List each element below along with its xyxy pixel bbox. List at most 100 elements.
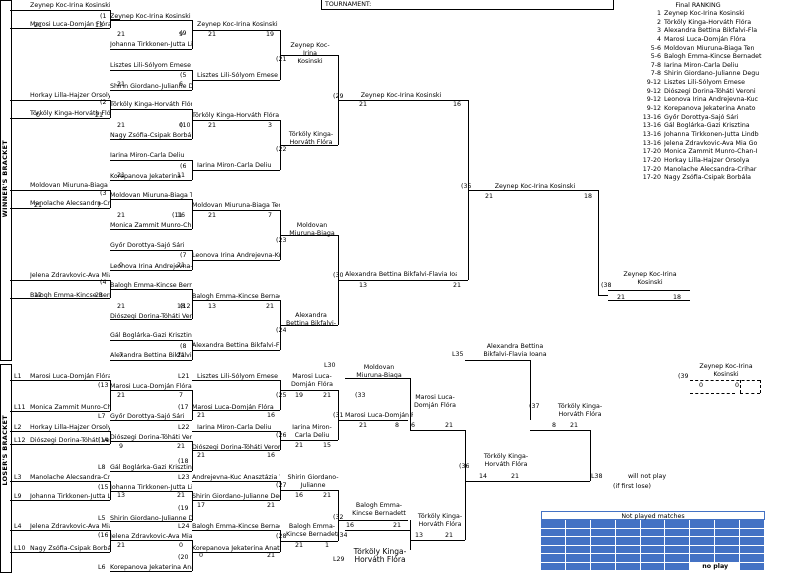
label-seed-12: (12 <box>180 303 191 310</box>
not-played-cell[interactable] <box>740 545 765 554</box>
label-note-np: will not play <box>628 473 667 480</box>
not-played-cell[interactable] <box>640 562 666 571</box>
bracket-line <box>10 118 110 119</box>
not-played-cell[interactable] <box>615 545 641 554</box>
not-played-cell[interactable] <box>565 545 591 554</box>
not-played-cell[interactable] <box>740 520 765 529</box>
not-played-cell[interactable] <box>690 554 716 563</box>
score-b: 21 <box>322 392 331 399</box>
score-b: 6 <box>178 81 183 88</box>
bracket-line <box>280 145 338 146</box>
score-b: 15 <box>322 442 331 449</box>
tournament-title-box[interactable]: TOURNAMENT: <box>321 0 614 10</box>
label-seed-6: (6 <box>180 163 187 170</box>
bracket-line <box>10 380 110 381</box>
team-name-w4b: Balogh Emma-Kincse Bernadett <box>30 292 110 299</box>
ranking-team: Moldovan Miuruna-Biaga Ten <box>664 45 762 54</box>
not-played-cell[interactable] <box>640 554 666 563</box>
bracket-line <box>280 541 338 542</box>
not-played-cell[interactable] <box>715 554 741 563</box>
score-a: 13 <box>207 303 216 310</box>
bracket-line <box>192 109 193 139</box>
not-played-cell[interactable] <box>541 545 566 554</box>
not-played-cell[interactable] <box>640 537 666 546</box>
not-played-cell[interactable] <box>565 520 591 529</box>
ranking-place: 7-8 <box>650 70 661 78</box>
label-seed-7: (7 <box>180 252 187 259</box>
bracket-line <box>110 431 111 444</box>
not-played-cell[interactable] <box>590 520 616 529</box>
team-name-l25: Marosi Luca- Domján Flóra <box>290 373 334 388</box>
label-ll-9: L9 <box>14 493 22 500</box>
bracket-line <box>192 431 280 432</box>
score-a: 7 <box>118 352 123 359</box>
not-played-cell[interactable] <box>590 528 616 537</box>
not-played-cell[interactable] <box>541 528 566 537</box>
not-played-cell[interactable] <box>541 562 566 571</box>
team-name-r7b: Leonova Irina Andrejevna-Kuc <box>110 263 192 270</box>
team-name-r3a: Moldovan Miuruna-Biaga Teodora <box>110 192 192 199</box>
score-b: 11 <box>176 172 185 179</box>
not-played-cell[interactable] <box>690 537 716 546</box>
not-played-cell[interactable] <box>615 562 641 571</box>
score-a: 21 <box>116 392 125 399</box>
not-played-cell[interactable] <box>665 554 691 563</box>
not-played-cell[interactable] <box>715 528 741 537</box>
not-played-cell[interactable] <box>690 520 716 529</box>
team-name-l22: Iarina Miron-Carla Deliu <box>197 424 272 431</box>
not-played-cell[interactable] <box>640 528 666 537</box>
not-played-cell[interactable] <box>615 537 641 546</box>
bracket-line <box>110 229 192 230</box>
label-ll-12: L12 <box>14 437 26 444</box>
team-name-l34: Törköly Kinga- Horváth Flóra <box>417 513 463 528</box>
team-name-q11: Moldovan Miuruna-Biaga Teodora <box>192 202 280 209</box>
not-played-cell[interactable] <box>740 554 765 563</box>
not-played-cell[interactable] <box>715 545 741 554</box>
not-played-cell[interactable] <box>665 545 691 554</box>
not-played-cell[interactable] <box>565 554 591 563</box>
score-b: 21 <box>444 532 453 539</box>
not-played-cell[interactable] <box>565 528 591 537</box>
team-name-l21: Lisztes Lili-Sólyom Emese <box>197 373 278 380</box>
bracket-line <box>192 170 280 171</box>
not-played-cell[interactable] <box>665 537 691 546</box>
bracket-line <box>280 440 338 441</box>
not-played-cell[interactable] <box>740 562 765 571</box>
bracket-line <box>338 420 408 421</box>
team-name-l3: Manolache Alecsandra-Crihan <box>30 474 110 481</box>
team-name-q6: Iarina Miron-Carla Deliu <box>197 162 272 169</box>
not-played-cell[interactable] <box>615 528 641 537</box>
not-played-cell[interactable] <box>715 537 741 546</box>
not-played-cell[interactable] <box>565 537 591 546</box>
not-played-cell[interactable] <box>590 554 616 563</box>
label-seed-10: (10 <box>180 122 191 129</box>
not-played-cell[interactable] <box>715 520 741 529</box>
not-played-cell[interactable] <box>541 520 566 529</box>
score-a: 21 <box>358 101 367 108</box>
not-played-cell[interactable] <box>541 537 566 546</box>
not-played-cell[interactable] <box>590 562 616 571</box>
not-played-cell[interactable] <box>565 562 591 571</box>
not-played-cell[interactable] <box>541 554 566 563</box>
bracket-line <box>530 430 590 431</box>
not-played-cell[interactable] <box>665 562 691 571</box>
not-played-cell[interactable] <box>590 545 616 554</box>
team-name-q5: Lisztes Lili-Sólyom Emese <box>197 72 278 79</box>
score-b: 21 <box>322 492 331 499</box>
not-played-cell[interactable] <box>590 537 616 546</box>
bracket-line <box>192 260 280 261</box>
not-played-cell[interactable] <box>690 545 716 554</box>
not-played-cell[interactable] <box>740 537 765 546</box>
not-played-cell[interactable] <box>665 520 691 529</box>
team-name-r7a: Győr Dorottya-Sajó Sári <box>110 242 185 249</box>
not-played-cell[interactable] <box>640 545 666 554</box>
not-played-cell[interactable] <box>690 528 716 537</box>
not-played-cell[interactable] <box>615 554 641 563</box>
not-played-cell[interactable] <box>640 520 666 529</box>
not-played-cell[interactable] <box>615 520 641 529</box>
not-played-cell[interactable] <box>740 528 765 537</box>
not-played-cell[interactable] <box>665 528 691 537</box>
